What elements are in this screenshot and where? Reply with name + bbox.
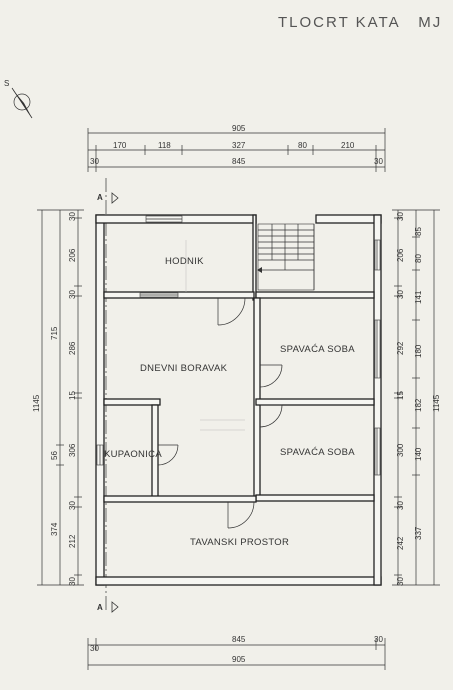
doors [157, 297, 283, 529]
dim-right-opening-5: 182 [414, 398, 423, 412]
dim-left-total: 1145 [32, 394, 41, 412]
dim-bottom-wall-left: 30 [90, 644, 99, 653]
dim-left-inner-4: 286 [68, 341, 77, 355]
dim-left-inner-5: 15 [68, 391, 77, 400]
dim-right-inner-2: 206 [396, 248, 405, 262]
dim-top-wall-right: 30 [374, 157, 383, 166]
background-faint-lines [185, 240, 245, 431]
right-dimensions: 30 206 30 292 15 300 30 242 30 85 80 141… [392, 209, 441, 586]
dim-right-opening-4: 180 [414, 344, 423, 358]
dim-top-seg-1: 170 [113, 141, 127, 150]
dim-left-inner-2: 206 [68, 248, 77, 262]
room-label-kupaonica: KUPAONICA [104, 449, 162, 460]
windows [96, 215, 381, 476]
dim-right-inner-1: 30 [396, 212, 405, 221]
top-dimensions: 905 170 118 327 80 210 30 845 30 [87, 124, 386, 172]
room-label-tavanski-prostor: TAVANSKI PROSTOR [190, 537, 289, 548]
section-line-a: A A [97, 178, 119, 613]
dim-left-inner-6: 306 [68, 443, 77, 457]
dim-right-inner-6: 300 [396, 443, 405, 457]
dim-top-seg-5: 210 [341, 141, 355, 150]
left-dimensions: 1145 715 56 374 30 206 30 286 15 306 30 … [32, 209, 84, 586]
dim-right-inner-5: 15 [396, 391, 405, 400]
room-label-spavaca-soba-2: SPAVAĆA SOBA [280, 447, 355, 458]
north-arrow-icon: S [4, 79, 33, 119]
dim-top-wall-left: 30 [90, 157, 99, 166]
dim-left-mid-1: 715 [50, 326, 59, 340]
dim-left-inner-1: 30 [68, 212, 77, 221]
staircase [257, 223, 315, 291]
dim-bottom-total: 905 [232, 655, 246, 664]
dim-right-opening-6: 140 [414, 447, 423, 461]
dim-left-mid-2: 56 [50, 451, 59, 460]
room-label-hodnik: HODNIK [165, 256, 204, 267]
walls [95, 214, 382, 586]
dim-top-seg-4: 80 [298, 141, 307, 150]
dim-right-inner-9: 30 [396, 577, 405, 586]
dim-right-total: 1145 [432, 394, 441, 412]
section-marker-top: A [97, 193, 103, 202]
room-label-dnevni-boravak: DNEVNI BORAVAK [140, 363, 228, 374]
dim-left-mid-3: 374 [50, 522, 59, 536]
dim-right-opening-1: 85 [414, 227, 423, 236]
dim-top-total: 905 [232, 124, 246, 133]
compass-label: S [4, 79, 9, 88]
section-marker-bottom: A [97, 603, 103, 612]
drawing-title: TLOCRT KATA MJ [278, 14, 442, 31]
dim-right-opening-7: 337 [414, 526, 423, 540]
dim-top-seg-2: 118 [158, 141, 171, 150]
dim-left-inner-9: 30 [68, 577, 77, 586]
dim-top-inner: 845 [232, 157, 246, 166]
dim-top-seg-3: 327 [232, 141, 246, 150]
dim-right-inner-4: 292 [396, 341, 405, 355]
dim-left-inner-8: 212 [68, 534, 77, 548]
dim-right-opening-3: 141 [414, 290, 423, 304]
dim-bottom-wall-right: 30 [374, 635, 383, 644]
dim-right-inner-7: 30 [396, 501, 405, 510]
dim-bottom-inner: 845 [232, 635, 246, 644]
dim-right-opening-2: 80 [414, 254, 423, 263]
bottom-dimensions: 30 845 30 905 [87, 635, 386, 670]
dim-left-inner-3: 30 [68, 290, 77, 299]
dim-right-inner-8: 242 [396, 536, 405, 550]
room-label-spavaca-soba-1: SPAVAĆA SOBA [280, 344, 355, 355]
dim-right-inner-3: 30 [396, 290, 405, 299]
dim-left-inner-7: 30 [68, 501, 77, 510]
